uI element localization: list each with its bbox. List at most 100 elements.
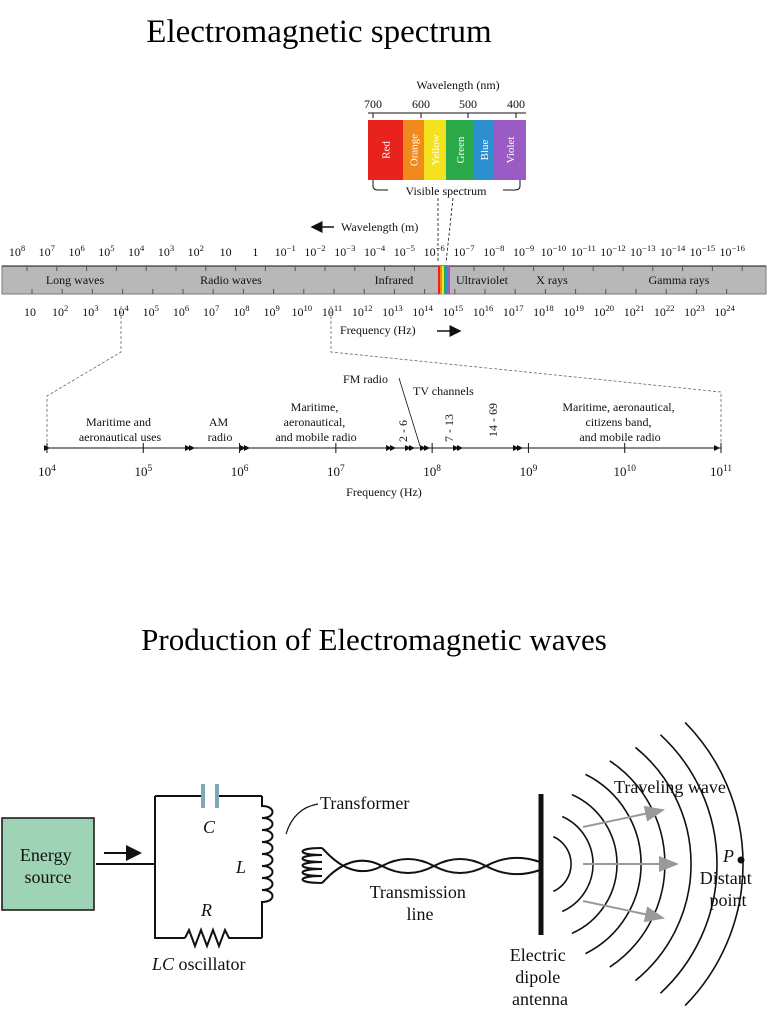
wavelength-tick-label: 10−6 [424, 243, 446, 259]
visible-bracket [372, 180, 521, 191]
radio-tick-label: 107 [327, 464, 345, 479]
radio-tick-label: 1010 [614, 464, 637, 479]
spectrum-bar-ticks [26, 266, 743, 294]
distant-point-label: Distant point [700, 868, 757, 910]
region-radio-waves: Radio waves [200, 273, 262, 287]
frequency-tick-label: 1011 [322, 303, 342, 319]
frequency-tick-label: 106 [173, 303, 190, 319]
transformer-coil [301, 847, 323, 884]
frequency-tick-label: 103 [82, 303, 98, 319]
inductor-label: L [235, 857, 246, 877]
transmission-line-strand-b [329, 858, 541, 876]
lc-oscillator-label: LC oscillator [151, 954, 246, 974]
radio-tick-label: 105 [134, 464, 152, 479]
frequency-tick-label: 10 [24, 305, 36, 319]
visible-tick-label: 400 [507, 97, 525, 111]
radio-zoom-right [330, 306, 722, 445]
visible-band-green [446, 120, 474, 180]
tv-channel-2-6: 2 - 6 [396, 420, 410, 442]
frequency-tick-label: 1014 [412, 303, 433, 319]
wavelength-tick-label: 10−12 [600, 243, 626, 259]
visible-band-blue [474, 120, 494, 180]
frequency-axis-label: Frequency (Hz) [340, 323, 416, 337]
visible-spectrum-caption: Visible spectrum [406, 184, 488, 198]
frequency-tick-label: 1023 [684, 303, 705, 319]
wave-arrow-upper [582, 805, 665, 828]
frequency-tick-label: 1019 [563, 303, 584, 319]
frequency-tick-label: 109 [263, 303, 279, 319]
wavelength-tick-label: 103 [158, 243, 174, 259]
wavefront-arc [634, 746, 692, 982]
visible-tick-label: 500 [459, 97, 477, 111]
fm-radio-pointer [398, 377, 421, 447]
wavelength-tick-label: 10−14 [660, 243, 686, 259]
tv-channel-7-13: 7 - 13 [442, 414, 456, 442]
band-am-radio: AM radio [208, 415, 233, 444]
region-x-rays: X rays [536, 273, 568, 287]
wavelength-tick-label: 104 [128, 243, 145, 259]
visible-tick-label: 600 [412, 97, 430, 111]
wave-arrow-lower [582, 900, 665, 923]
transmission-line-label: Transmission line [370, 882, 471, 924]
frequency-tick-label: 1022 [654, 303, 675, 319]
spectrum-title: Electromagnetic spectrum [146, 14, 492, 50]
visible-band-label: Orange [409, 134, 421, 166]
production-title: Production of Electromagnetic waves [141, 622, 607, 657]
wavefront-arc [684, 721, 744, 1007]
energy-source-label: Energy source [20, 845, 76, 887]
visible-band-violet [494, 120, 526, 180]
visible-band-label: Green [455, 136, 467, 163]
band-maritime-aeronautical-uses: Maritime and aeronautical uses [79, 415, 162, 444]
transformer-leads [321, 847, 331, 884]
frequency-tick-label: 1012 [352, 303, 373, 319]
radio-tick-label: 1011 [710, 464, 732, 479]
visible-tick-label: 700 [364, 97, 382, 111]
wavelength-tick-label: 10−15 [690, 243, 716, 259]
wavelength-tick-label: 10−16 [719, 243, 745, 259]
frequency-tick-label: 1015 [442, 303, 463, 319]
visible-wavelength-ticks: 700 600 500 400 [364, 97, 525, 118]
wavelength-tick-label: 107 [39, 243, 56, 259]
antenna-label: Electric dipole antenna [510, 945, 570, 1009]
frequency-tick-label: 1013 [382, 303, 403, 319]
frequency-tick-label: 1024 [714, 303, 735, 319]
wavelength-tick-label: 10 [220, 245, 232, 259]
wavelength-tick-label: 10−13 [630, 243, 656, 259]
capacitor-label: C [203, 817, 216, 837]
frequency-tick-label: 102 [52, 303, 68, 319]
wavelength-tick-label: 10−8 [483, 243, 504, 259]
region-gamma-rays: Gamma rays [649, 273, 710, 287]
traveling-wave-label: Traveling wave [614, 777, 726, 797]
radio-zoom-left [46, 306, 122, 445]
wavefront-arc [659, 734, 718, 994]
resistor [184, 927, 232, 949]
radio-tick-label: 104 [38, 464, 56, 479]
wavelength-tick-label: 10−11 [571, 243, 596, 259]
region-infrared: Infrared [375, 273, 414, 287]
wavelength-tick-label: 1 [252, 245, 258, 259]
wavelength-tick-label: 10−1 [275, 243, 296, 259]
frequency-tick-label: 1016 [473, 303, 494, 319]
wavelength-axis-label: Wavelength (m) [341, 220, 418, 234]
visible-band-label: Red [381, 141, 393, 159]
energy-source-box [1, 817, 95, 911]
wavelength-tick-label: 105 [98, 243, 114, 259]
wavelength-tick-label: 10−3 [334, 243, 355, 259]
frequency-tick-label: 1017 [503, 303, 524, 319]
radio-tick-label: 109 [520, 464, 538, 479]
point-p-label: P [722, 846, 734, 866]
band-citizens-mobile-radio: Maritime, aeronautical, citizens band, a… [562, 400, 677, 444]
visible-wavelength-header: Wavelength (nm) [416, 78, 499, 92]
wavelength-tick-label: 10−7 [453, 243, 475, 259]
frequency-tick-label: 105 [143, 303, 159, 319]
visible-band-label: Yellow [430, 134, 442, 165]
frequency-tick-label: 1010 [291, 303, 312, 319]
frequency-tick-label: 108 [233, 303, 249, 319]
visible-band-orange [403, 120, 424, 180]
radio-frequency-label: Frequency (Hz) [346, 485, 422, 499]
frequency-tick-label: 1018 [533, 303, 554, 319]
frequency-tick-label: 104 [112, 303, 129, 319]
frequency-tick-label: 1021 [624, 303, 645, 319]
